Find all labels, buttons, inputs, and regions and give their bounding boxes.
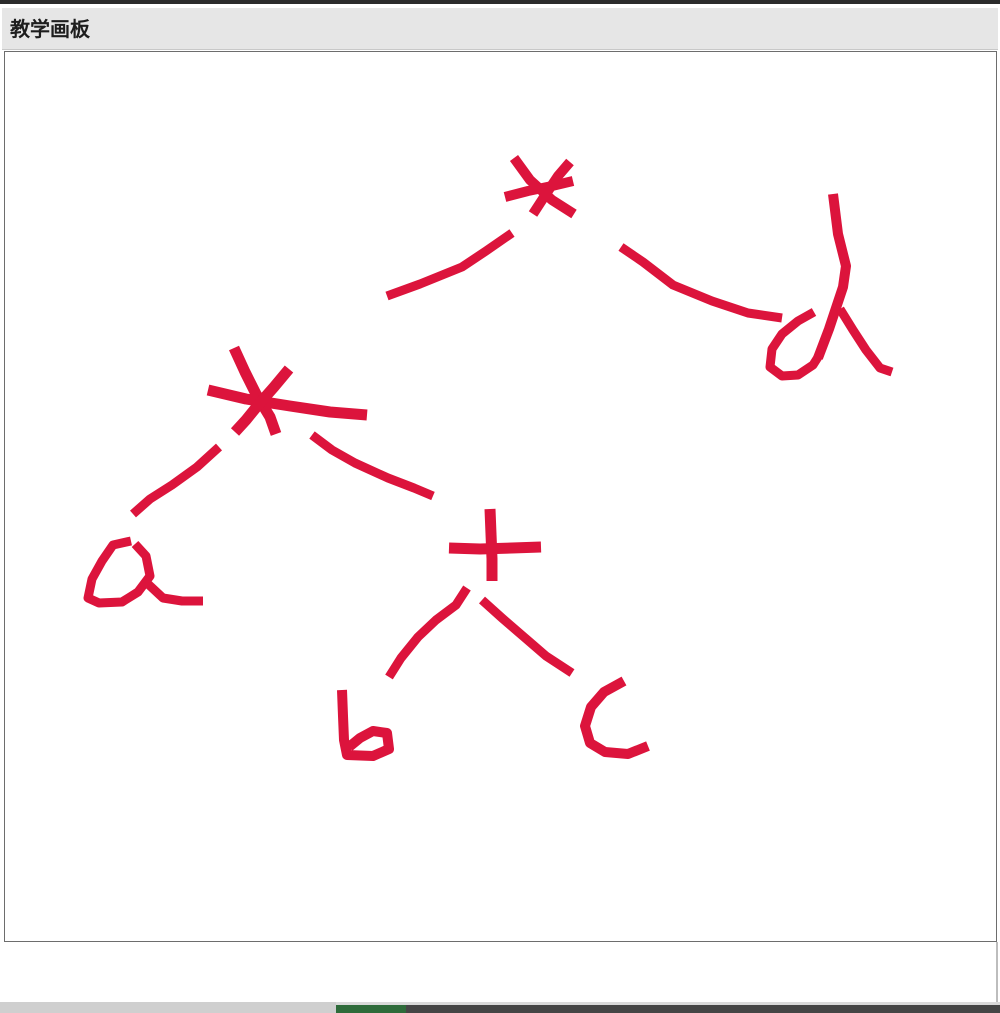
title-bar[interactable]: 教学画板 xyxy=(2,8,998,50)
plus-horizontal xyxy=(448,541,542,555)
letter-a-tail xyxy=(144,580,203,606)
edge-top-right xyxy=(618,243,783,323)
letter-c xyxy=(580,676,650,759)
bottom-panel xyxy=(2,942,998,1002)
letter-b xyxy=(337,689,394,761)
left-asterisk-stroke-1 xyxy=(229,345,282,436)
letter-d-tail xyxy=(836,306,894,377)
left-asterisk-stroke-2 xyxy=(206,384,368,421)
edge-left-a xyxy=(130,443,223,518)
top-asterisk-stroke-2 xyxy=(503,176,575,202)
taskbar-active-item[interactable] xyxy=(336,1005,406,1013)
drawing-canvas[interactable] xyxy=(4,51,997,942)
edge-plus-c xyxy=(478,596,575,677)
edge-plus-b xyxy=(385,585,471,680)
window-title: 教学画板 xyxy=(10,17,90,41)
taskbar xyxy=(0,1002,1000,1013)
letter-d-bowl xyxy=(765,308,824,381)
taskbar-right-section xyxy=(406,1005,1000,1013)
top-asterisk-stroke-3 xyxy=(528,158,574,217)
letter-d-stem xyxy=(813,193,851,360)
ink-layer[interactable] xyxy=(4,51,997,942)
left-asterisk-stroke-3 xyxy=(230,365,294,436)
edge-top-left xyxy=(385,229,515,301)
letter-a-bowl xyxy=(83,536,155,608)
taskbar-left-section xyxy=(0,1002,336,1013)
edge-left-plus xyxy=(309,431,435,501)
